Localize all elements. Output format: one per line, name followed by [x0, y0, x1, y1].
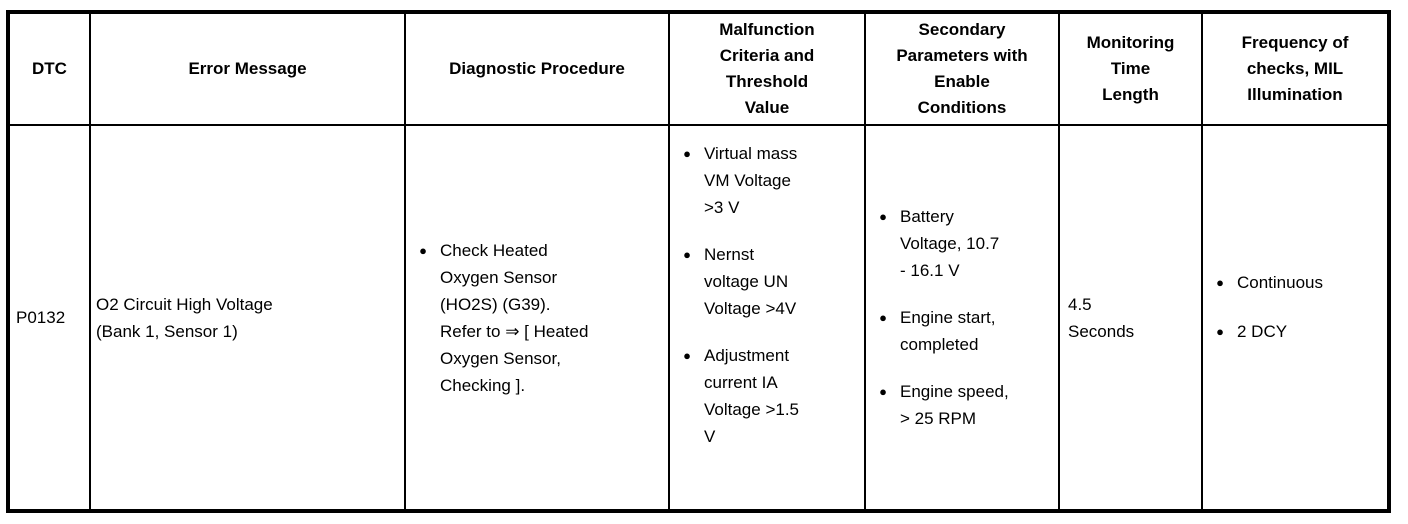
bullet-icon: ●	[683, 247, 691, 262]
bullet-icon: ●	[879, 310, 887, 325]
dtc-table: DTC Error Message Diagnostic Procedure M…	[6, 10, 1391, 513]
header-error-message: Error Message	[89, 11, 406, 126]
secondary-parameter-text: Engine start, completed	[900, 308, 996, 354]
cell-diagnostic-procedure: ● Check Heated Oxygen Sensor (HO2S) (G39…	[404, 124, 670, 512]
bullet-icon: ●	[879, 384, 887, 399]
header-secondary-parameters: Secondary Parameters with Enable Conditi…	[864, 11, 1060, 126]
list-item: ● Continuous	[1204, 269, 1387, 296]
cell-frequency: ● Continuous ● 2 DCY	[1201, 124, 1390, 512]
list-item: ● Check Heated Oxygen Sensor (HO2S) (G39…	[407, 237, 667, 399]
malfunction-criteria-text: Nernst voltage UN Voltage >4V	[704, 245, 797, 318]
header-monitoring-time: Monitoring Time Length	[1058, 11, 1203, 126]
list-item: ● Battery Voltage, 10.7 - 16.1 V	[867, 203, 1057, 284]
list-item: ● Nernst voltage UN Voltage >4V	[671, 241, 863, 322]
header-malfunction-criteria: Malfunction Criteria and Threshold Value	[668, 11, 866, 126]
list-item: ● Virtual mass VM Voltage >3 V	[671, 140, 863, 221]
frequency-text: 2 DCY	[1237, 321, 1288, 341]
bullet-icon: ●	[419, 242, 427, 258]
secondary-parameter-text: Engine speed, > 25 RPM	[900, 382, 1009, 428]
malfunction-criteria-text: Adjustment current IA Voltage >1.5 V	[704, 346, 800, 446]
list-item: ● 2 DCY	[1204, 318, 1387, 345]
secondary-parameter-text: Battery Voltage, 10.7 - 16.1 V	[900, 207, 1000, 280]
cell-secondary-parameters: ● Battery Voltage, 10.7 - 16.1 V ● Engin…	[864, 124, 1060, 512]
cell-error-message: O2 Circuit High Voltage (Bank 1, Sensor …	[89, 124, 406, 512]
bullet-icon: ●	[683, 348, 691, 363]
list-item: ● Engine start, completed	[867, 304, 1057, 358]
bullet-icon: ●	[683, 146, 691, 161]
bullet-icon: ●	[1216, 274, 1224, 290]
header-diagnostic-procedure: Diagnostic Procedure	[404, 11, 670, 126]
header-row: DTC Error Message Diagnostic Procedure M…	[7, 11, 1390, 126]
cell-malfunction-criteria: ● Virtual mass VM Voltage >3 V ● Nernst …	[668, 124, 866, 512]
list-item: ● Engine speed, > 25 RPM	[867, 378, 1057, 432]
table-row: P0132 O2 Circuit High Voltage (Bank 1, S…	[7, 124, 1390, 512]
cell-dtc-code: P0132	[7, 124, 91, 512]
cell-monitoring-time: 4.5 Seconds	[1058, 124, 1203, 512]
header-frequency: Frequency of checks, MIL Illumination	[1201, 11, 1390, 126]
list-item: ● Adjustment current IA Voltage >1.5 V	[671, 342, 863, 450]
bullet-icon: ●	[1216, 323, 1224, 339]
frequency-text: Continuous	[1237, 272, 1324, 292]
diagnostic-procedure-text: Check Heated Oxygen Sensor (HO2S) (G39).…	[440, 240, 589, 395]
bullet-icon: ●	[879, 209, 887, 224]
header-dtc: DTC	[7, 11, 91, 126]
malfunction-criteria-text: Virtual mass VM Voltage >3 V	[704, 144, 798, 217]
